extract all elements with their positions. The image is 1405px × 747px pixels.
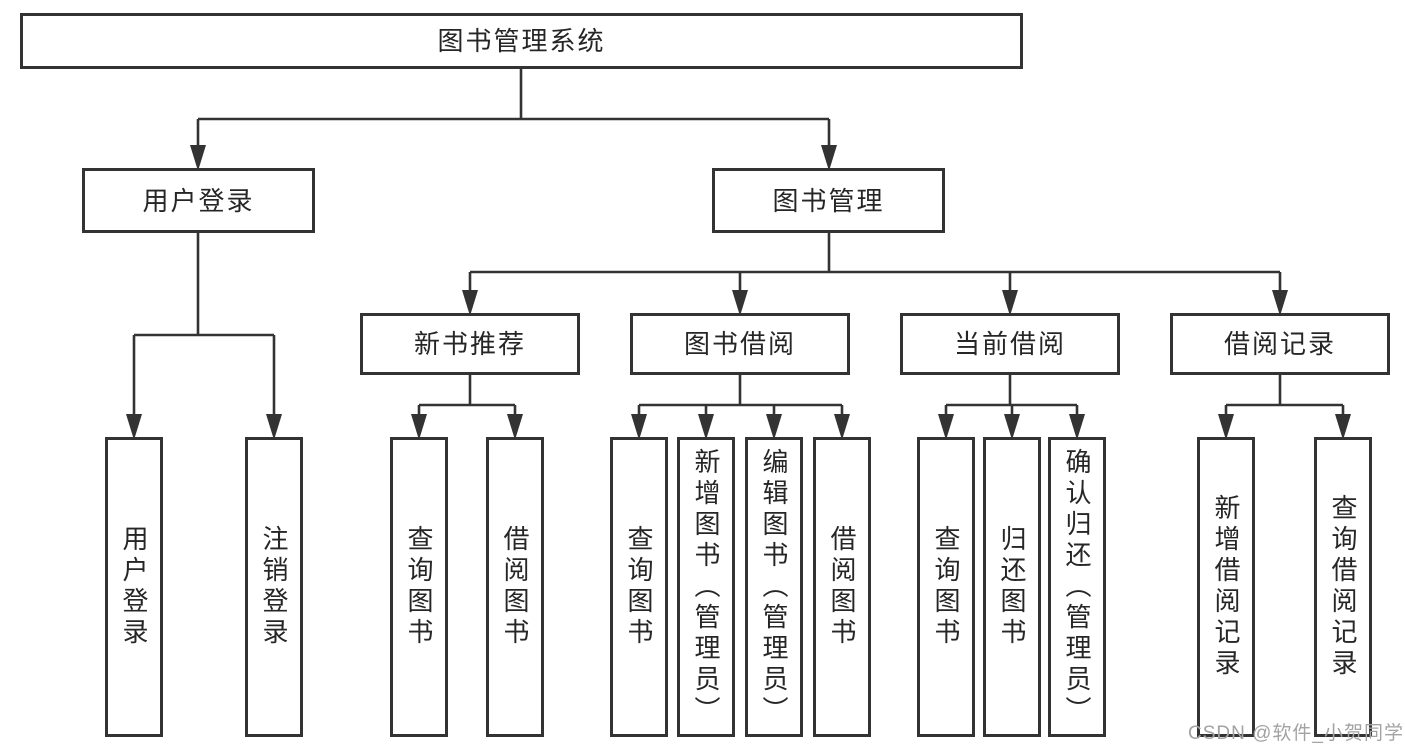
node-current-borrowing: 当前借阅 xyxy=(900,313,1120,375)
leaf-logout: 注销登录 xyxy=(245,437,303,737)
connector-root-to-level2 xyxy=(190,69,837,171)
node-book-borrowing: 图书借阅 xyxy=(630,313,850,375)
node-book-management-label: 图书管理 xyxy=(772,185,885,216)
connector-userlogin-to-leaves xyxy=(126,233,282,440)
leaf-current-return-book-label: 归还图书 xyxy=(997,525,1027,649)
leaf-recommend-query-books-label: 查询图书 xyxy=(404,525,434,649)
leaf-current-confirm-return-admin: 确认归还（管理员） xyxy=(1048,437,1106,737)
leaf-records-query-record-label: 查询借阅记录 xyxy=(1328,494,1358,680)
leaf-logout-label: 注销登录 xyxy=(259,525,289,649)
node-current-borrowing-label: 当前借阅 xyxy=(953,329,1066,359)
node-user-login: 用户登录 xyxy=(82,168,315,233)
leaf-recommend-query-books: 查询图书 xyxy=(390,437,448,737)
leaf-current-query-books-label: 查询图书 xyxy=(931,525,961,649)
connector-bookmgmt-to-level3 xyxy=(462,233,1288,316)
leaf-records-add-record: 新增借阅记录 xyxy=(1197,437,1255,737)
connector-borrowing-to-leaves xyxy=(631,375,850,440)
leaf-borrowing-edit-book-admin: 编辑图书（管理员） xyxy=(745,437,803,737)
leaf-records-add-record-label: 新增借阅记录 xyxy=(1211,494,1241,680)
node-root-label: 图书管理系统 xyxy=(437,26,606,56)
node-book-management: 图书管理 xyxy=(712,168,945,233)
leaf-current-return-book: 归还图书 xyxy=(983,437,1041,737)
leaf-recommend-borrow-books-label: 借阅图书 xyxy=(500,525,530,649)
node-user-login-label: 用户登录 xyxy=(142,185,255,216)
leaf-borrowing-query-books-label: 查询图书 xyxy=(624,525,654,649)
leaf-current-confirm-return-admin-label: 确认归还（管理员） xyxy=(1062,447,1092,727)
leaf-recommend-borrow-books: 借阅图书 xyxy=(486,437,544,737)
leaf-current-query-books: 查询图书 xyxy=(917,437,975,737)
leaf-borrowing-edit-book-admin-label: 编辑图书（管理员） xyxy=(759,447,789,727)
leaf-user-login: 用户登录 xyxy=(105,437,163,737)
node-new-book-recommend: 新书推荐 xyxy=(360,313,580,375)
leaf-records-query-record: 查询借阅记录 xyxy=(1314,437,1372,737)
connector-current-to-leaves xyxy=(938,375,1085,440)
node-borrowing-records-label: 借阅记录 xyxy=(1223,329,1336,359)
leaf-borrowing-add-book-admin: 新增图书（管理员） xyxy=(677,437,735,737)
node-book-borrowing-label: 图书借阅 xyxy=(683,329,796,359)
node-new-book-recommend-label: 新书推荐 xyxy=(413,329,526,359)
node-borrowing-records: 借阅记录 xyxy=(1170,313,1390,375)
csdn-watermark: CSDN @软件_小贺同学 xyxy=(1188,723,1404,744)
leaf-borrowing-borrow-books-label: 借阅图书 xyxy=(827,525,857,649)
leaf-borrowing-add-book-admin-label: 新增图书（管理员） xyxy=(691,447,721,727)
connector-records-to-leaves xyxy=(1218,375,1351,440)
connector-recommend-to-leaves xyxy=(411,375,523,440)
leaf-user-login-label: 用户登录 xyxy=(119,525,149,649)
leaf-borrowing-query-books: 查询图书 xyxy=(610,437,668,737)
leaf-borrowing-borrow-books: 借阅图书 xyxy=(813,437,871,737)
node-root-library-system: 图书管理系统 xyxy=(20,13,1023,69)
